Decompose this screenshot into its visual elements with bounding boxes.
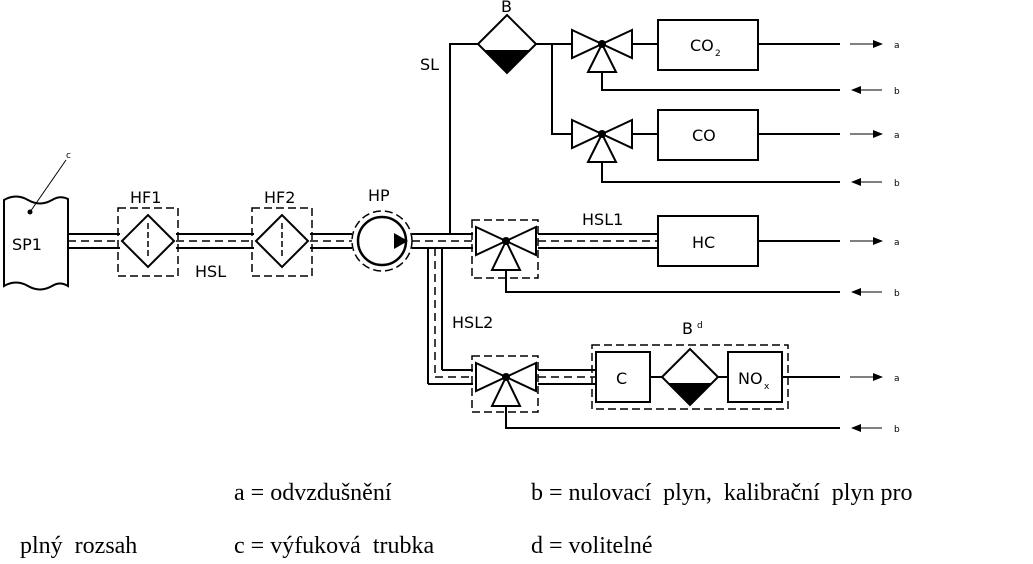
heated-pump-hp: HP (351, 186, 413, 272)
optional-nox-group: C NO x B d (591, 319, 789, 410)
heated-filter-hf2: HF2 (251, 188, 313, 277)
legend-b: b = nulovací plyn, kalibrační plyn pro (531, 480, 913, 506)
heated-filter-hf1: HF1 (117, 188, 179, 277)
flow-a-2: a (894, 131, 900, 141)
sl-label: SL (420, 55, 439, 74)
hsl2-label: HSL2 (452, 313, 493, 332)
flow-a-3: a (894, 238, 900, 248)
svg-text:CO: CO (690, 36, 714, 55)
hp-label: HP (368, 186, 390, 205)
svg-text:CO: CO (692, 126, 716, 145)
hsl-label: HSL (195, 262, 226, 281)
flow-b-1: b (894, 87, 900, 97)
svg-text:2: 2 (715, 49, 721, 59)
flow-b-4: b (894, 425, 900, 435)
hsl1-label: HSL1 (582, 210, 623, 229)
svg-text:HC: HC (692, 233, 715, 252)
flow-b-3: b (894, 289, 900, 299)
valve-co (571, 118, 633, 163)
analyzer-co2: CO 2 (657, 19, 759, 71)
legend-b-continued: plný rozsah (20, 533, 138, 559)
exhaust-analysis-system-diagram: SP1 c HSL (3, 0, 900, 435)
flow-a-4: a (894, 374, 900, 384)
bd-label: B (682, 319, 693, 338)
vent-outlets (758, 40, 883, 381)
calibration-gas-inlets (505, 72, 882, 432)
analyzer-c: C (616, 369, 627, 388)
flow-b-2: b (894, 179, 900, 189)
c-marker-label: c (66, 151, 71, 161)
svg-text:x: x (764, 382, 770, 392)
hf1-label: HF1 (130, 188, 161, 207)
heated-sample-line-hsl (68, 233, 658, 385)
hf2-label: HF2 (264, 188, 295, 207)
analyzer-hc: HC (657, 215, 759, 267)
legend-a: a = odvzdušnění (234, 480, 392, 506)
analyzer-nox: NO (738, 369, 763, 388)
heated-valve-hc (471, 219, 539, 279)
sample-probe-sp1: SP1 c (3, 151, 71, 291)
sp1-label: SP1 (12, 235, 42, 254)
flow-a-1: a (894, 41, 900, 51)
valve-co2 (571, 28, 633, 73)
sample-line-sl (449, 43, 572, 234)
svg-text:d: d (697, 321, 703, 331)
dryer-b: B (476, 0, 538, 75)
analyzer-co: CO (657, 109, 759, 161)
heated-valve-nox (471, 355, 539, 413)
legend-c: c = výfuková trubka (234, 533, 435, 559)
legend-d: d = volitelné (531, 533, 653, 559)
b-label: B (501, 0, 512, 16)
